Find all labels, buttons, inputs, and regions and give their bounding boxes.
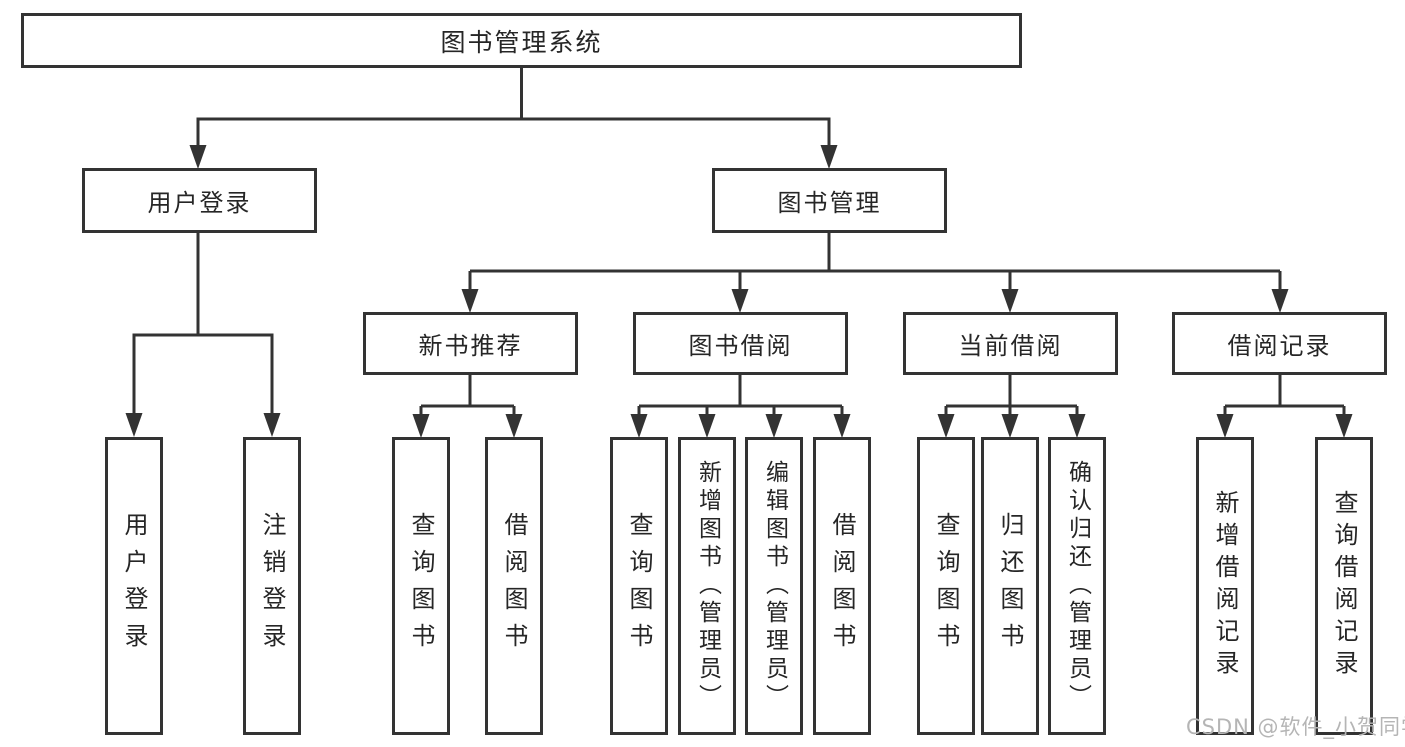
node-new-book-recommend-label: 新书推荐: [418, 332, 523, 360]
leaf-logout-label: 注销登录: [258, 512, 286, 660]
connector-records-to-children: [1223, 375, 1346, 417]
leaf-query-books-recommend: 查询图书: [392, 437, 450, 735]
leaf-edit-books-admin-label: 编辑图书（管理员）: [761, 460, 788, 712]
leaf-borrow-books-recommend-label: 借阅图书: [500, 512, 528, 660]
leaf-borrow-books-borrowing: 借阅图书: [813, 437, 871, 735]
leaf-query-books-current: 查询图书: [917, 437, 975, 735]
csdn-watermark: CSDN @软件_小贺同学: [1186, 715, 1405, 739]
node-user-login: 用户登录: [82, 168, 317, 233]
connector-current-to-children: [944, 375, 1079, 417]
connector-root-to-level2: [196, 68, 831, 148]
node-new-book-recommend: 新书推荐: [363, 312, 578, 375]
leaf-confirm-return-admin-label: 确认归还（管理员）: [1064, 460, 1091, 712]
leaf-borrow-books-borrowing-label: 借阅图书: [828, 512, 856, 660]
leaf-user-login: 用户登录: [105, 437, 163, 735]
node-current-borrowing-label: 当前借阅: [958, 332, 1063, 360]
connector-user-login-to-children: [132, 233, 274, 416]
leaf-query-borrow-record: 查询借阅记录: [1315, 437, 1373, 735]
leaf-user-login-label: 用户登录: [120, 512, 148, 660]
leaf-add-books-admin: 新增图书（管理员）: [678, 437, 736, 735]
node-system-root: 图书管理系统: [21, 13, 1022, 68]
leaf-add-borrow-record-label: 新增借阅记录: [1211, 490, 1239, 682]
leaf-confirm-return-admin: 确认归还（管理员）: [1048, 437, 1106, 735]
leaf-edit-books-admin: 编辑图书（管理员）: [745, 437, 803, 735]
node-book-borrowing-label: 图书借阅: [688, 332, 793, 360]
node-current-borrowing: 当前借阅: [903, 312, 1118, 375]
connector-borrowing-to-children: [637, 375, 844, 417]
node-user-login-label: 用户登录: [147, 189, 252, 217]
connector-book-management-to-level3: [468, 233, 1282, 292]
leaf-logout: 注销登录: [243, 437, 301, 735]
node-book-borrowing: 图书借阅: [633, 312, 848, 375]
node-borrowing-records: 借阅记录: [1172, 312, 1387, 375]
leaf-query-borrow-record-label: 查询借阅记录: [1330, 490, 1358, 682]
leaf-query-books-current-label: 查询图书: [932, 512, 960, 660]
connector-recommend-to-children: [419, 375, 516, 417]
leaf-add-books-admin-label: 新增图书（管理员）: [694, 460, 721, 712]
node-system-root-label: 图书管理系统: [440, 27, 603, 57]
leaf-query-books-borrowing-label: 查询图书: [625, 512, 653, 660]
leaf-return-books-label: 归还图书: [996, 512, 1024, 660]
node-book-management-label: 图书管理: [777, 189, 882, 217]
leaf-add-borrow-record: 新增借阅记录: [1196, 437, 1254, 735]
leaf-query-books-borrowing: 查询图书: [610, 437, 668, 735]
leaf-borrow-books-recommend: 借阅图书: [485, 437, 543, 735]
node-borrowing-records-label: 借阅记录: [1227, 332, 1332, 360]
node-book-management: 图书管理: [712, 168, 947, 233]
leaf-query-books-recommend-label: 查询图书: [407, 512, 435, 660]
leaf-return-books: 归还图书: [981, 437, 1039, 735]
